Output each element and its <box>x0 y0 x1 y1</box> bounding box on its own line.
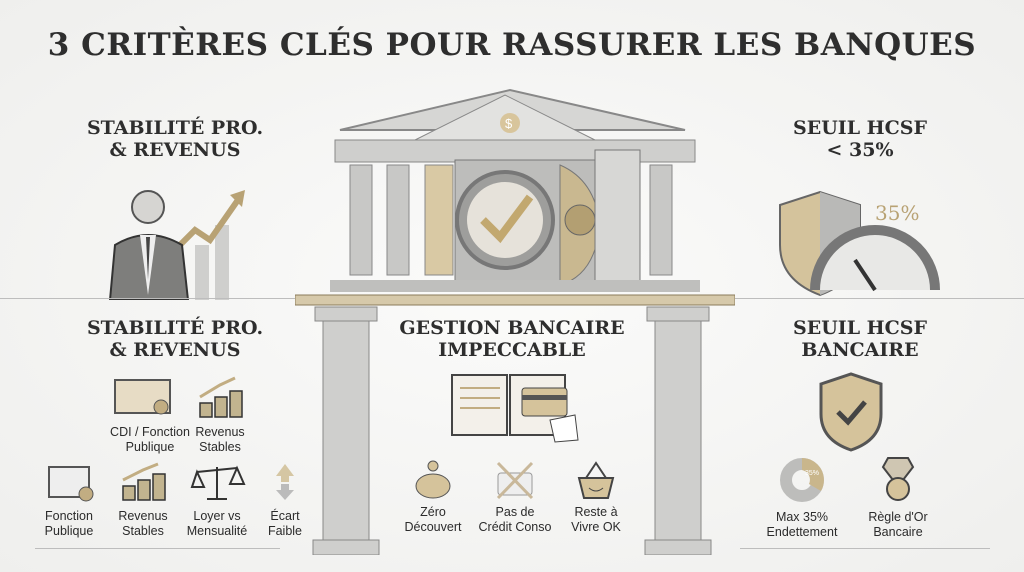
donut-label: 35% <box>805 470 819 477</box>
label-line: Mensualité <box>186 524 248 538</box>
label-line: Règle d'Or <box>868 510 928 524</box>
heading-line: STABILITÉ PRO. <box>86 317 264 339</box>
certificate-icon <box>114 379 171 415</box>
label-line: Stables <box>199 440 241 454</box>
label-line: Loyer vs <box>193 509 241 523</box>
heading-line: IMPECCABLE <box>438 338 586 361</box>
dollar-icon: $ <box>505 116 513 131</box>
label-line: Revenus <box>195 425 245 439</box>
heading-line: STABILITÉ PRO. <box>86 117 264 139</box>
label-line: Vivre OK <box>571 520 621 534</box>
label-line: Faible <box>267 524 303 538</box>
scale-icon <box>190 465 246 500</box>
heading-line: GESTION BANCAIRE <box>399 317 625 339</box>
center-heading: GESTION BANCAIRE IMPECCABLE <box>380 317 644 362</box>
piggy-bank-icon <box>415 460 451 499</box>
bank-book-card-icon <box>451 374 579 443</box>
right-heading: SEUIL HCSF BANCAIRE <box>760 317 960 362</box>
coins-growth-icon <box>122 462 166 501</box>
businessman-growth-icon <box>108 190 245 300</box>
label-line: Max 35% <box>775 510 829 524</box>
label-line: Pas de <box>495 505 535 519</box>
label-line: Publique <box>125 440 175 454</box>
up-down-arrows-icon <box>276 464 294 500</box>
divider <box>740 548 990 549</box>
coins-growth-icon <box>199 376 243 418</box>
label-line: Zéro <box>420 505 446 519</box>
label-line: Découvert <box>404 520 462 534</box>
label-line: Écart <box>270 509 300 523</box>
heading-line: SEUIL HCSF <box>793 117 927 139</box>
divider <box>730 298 1024 299</box>
label-line: Bancaire <box>873 525 923 539</box>
label-line: CDI / Fonction <box>110 425 190 439</box>
heading-line: & REVENUS <box>109 338 241 361</box>
divider <box>35 548 280 549</box>
divider <box>0 298 300 299</box>
label-line: Publique <box>44 524 94 538</box>
label-line: Fonction <box>45 509 93 523</box>
heading-line: & REVENUS <box>109 138 241 161</box>
top-right-heading: SEUIL HCSF < 35% <box>760 117 960 162</box>
shield-check-icon <box>819 372 883 452</box>
heading-line: < 35% <box>826 138 894 161</box>
smiling-basket-icon <box>577 461 615 499</box>
medal-icon <box>881 457 915 501</box>
list-item: 35% Max 35%Endettement <box>747 455 857 540</box>
label-line: Revenus <box>118 509 168 523</box>
shield-gauge-icon: 35% <box>779 190 940 297</box>
label-line: Stables <box>122 524 164 538</box>
heading-line: BANCAIRE <box>801 338 919 361</box>
certificate-icon <box>48 466 94 502</box>
donut-35-icon: 35% <box>780 458 824 502</box>
gauge-value: 35% <box>875 201 919 225</box>
label-line: Reste à <box>574 505 618 519</box>
bank-vault-illustration: $ <box>295 88 735 555</box>
label-line: Endettement <box>766 525 838 539</box>
left-heading: STABILITÉ PRO. & REVENUS <box>60 317 290 362</box>
heading-line: SEUIL HCSF <box>793 317 927 339</box>
label-line: Crédit Conso <box>478 520 552 534</box>
top-left-heading: STABILITÉ PRO. & REVENUS <box>60 117 290 162</box>
crossed-card-icon <box>496 461 534 500</box>
page-title: 3 CRITÈRES CLÉS POUR RASSURER LES BANQUE… <box>47 27 977 63</box>
